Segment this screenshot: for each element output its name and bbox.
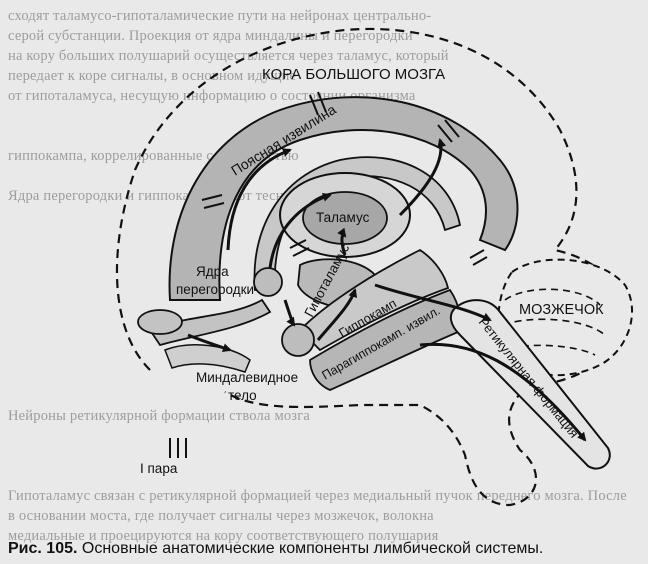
cerebellum-inner: [502, 288, 606, 356]
background-text-line: на кору больших полушарий осуществляется…: [8, 48, 449, 64]
label-septal-2: перегородки: [176, 282, 254, 297]
olfactory-bulb: [137, 309, 183, 335]
background-text-line: серой субстанции. Проекция от ядра минда…: [8, 28, 413, 44]
label-cranial-nerve-1: I пара: [140, 461, 178, 476]
caption-text: Основные анатомические компоненты лимбич…: [81, 540, 544, 557]
label-amygdala-1: Миндалевидное: [196, 370, 298, 385]
background-text-line: медиальные и проецируются на кору соотве…: [8, 528, 439, 544]
olfactory-tract: [148, 298, 272, 347]
thalamus-core: [302, 191, 388, 245]
background-text-line: Нейроны ретикулярной формации ствола моз…: [8, 408, 310, 424]
figure-caption: Рис. 105. Основные анатомические компоне…: [8, 540, 648, 558]
background-text-line: в основании моста, где получает сигналы …: [8, 508, 434, 524]
background-text-line: сходят таламусо-гипоталамические пути на…: [8, 8, 432, 24]
label-thalamus: Таламус: [316, 210, 370, 225]
caption-number: Рис. 105.: [8, 540, 78, 557]
label-amygdala-2: тело: [228, 388, 257, 403]
label-septal-1: Ядра: [196, 264, 229, 279]
background-text-line: передает к коре сигналы, в основном идущ…: [8, 68, 297, 84]
background-text-line: Гипоталамус связан с ретикулярной формац…: [8, 488, 627, 504]
hippocampus-shape: [298, 248, 450, 352]
septal-nuclei-shape: [253, 267, 283, 297]
pathway-arrows: [187, 138, 587, 442]
limbic-system-diagram: КОРА БОЛЬШОГО МОЗГА Поясная извилина Тал…: [115, 27, 634, 507]
connection-marks: [169, 91, 488, 458]
label-cerebellum: МОЗЖЕЧОК: [519, 302, 604, 318]
label-cortex: КОРА БОЛЬШОГО МОЗГА: [262, 66, 445, 83]
brainstem-shape: [164, 344, 251, 373]
amygdala-shape: [281, 323, 315, 357]
cingulate-gyrus-shape: [168, 96, 519, 301]
